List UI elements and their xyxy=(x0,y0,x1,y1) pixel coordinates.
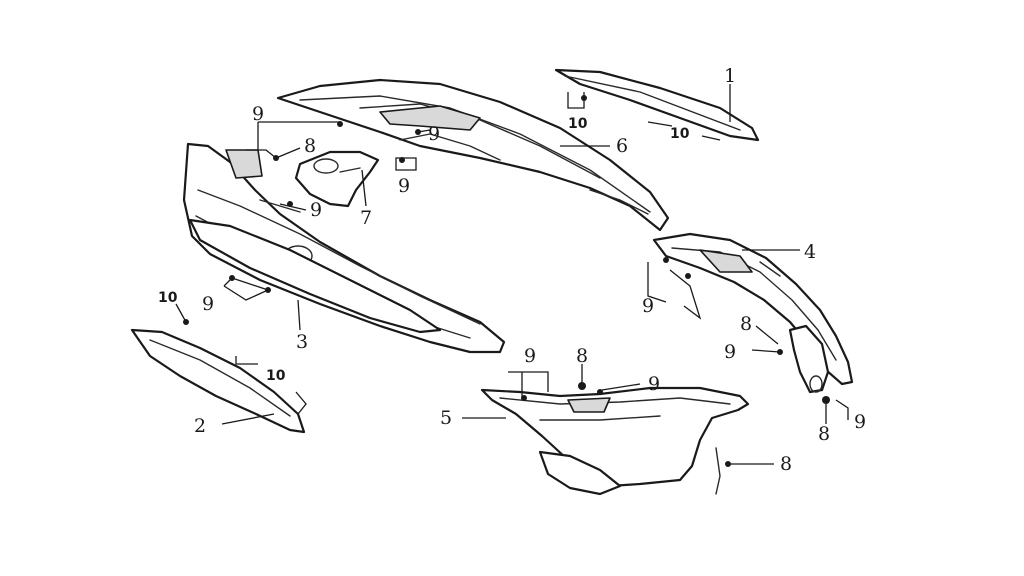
label-clip-10-c: 10 xyxy=(158,290,178,306)
label-screw-8-e: 8 xyxy=(780,453,792,475)
label-part-3: 3 xyxy=(296,331,308,353)
label-part-7: 7 xyxy=(360,207,372,229)
label-screw-9-d: 9 xyxy=(310,199,322,221)
label-part-4: 4 xyxy=(804,241,816,263)
label-screw-8-a: 8 xyxy=(304,135,316,157)
part-6-upper-side-panel xyxy=(276,78,670,232)
label-screw-8-c: 8 xyxy=(576,345,588,367)
label-screw-9-f: 9 xyxy=(642,295,654,317)
label-part-1: 1 xyxy=(724,65,736,87)
part-3-lower-strip xyxy=(188,218,442,334)
part-5-lower-side-cover xyxy=(480,386,750,496)
leader-lines xyxy=(175,84,849,465)
part-1-rear-trim xyxy=(554,68,760,142)
label-screw-9-c: 9 xyxy=(398,175,410,197)
callout-labels: 1 2 3 4 5 6 7 8 8 8 8 8 9 9 9 9 9 9 9 9 … xyxy=(158,65,866,475)
label-screw-9-b: 9 xyxy=(428,123,440,145)
label-screw-9-j: 9 xyxy=(854,411,866,433)
label-screw-8-b: 8 xyxy=(740,313,752,335)
label-clip-10-b: 10 xyxy=(670,126,690,142)
part-3-body-side-panel xyxy=(182,142,506,354)
part-4-rear-fender xyxy=(652,232,854,394)
label-screw-8-d: 8 xyxy=(818,423,830,445)
label-part-5: 5 xyxy=(440,407,452,429)
part-7-inner-bracket xyxy=(294,150,380,208)
label-clip-10-d: 10 xyxy=(266,368,286,384)
label-screw-9-e: 9 xyxy=(202,293,214,315)
label-screw-9-h: 9 xyxy=(524,345,536,367)
label-screw-9-i: 9 xyxy=(648,373,660,395)
label-screw-9-a: 9 xyxy=(252,103,264,125)
label-clip-10-a: 10 xyxy=(568,116,588,132)
label-part-6: 6 xyxy=(616,135,628,157)
part-2-front-trim xyxy=(130,328,306,434)
label-part-2: 2 xyxy=(194,415,206,437)
label-screw-9-g: 9 xyxy=(724,341,736,363)
